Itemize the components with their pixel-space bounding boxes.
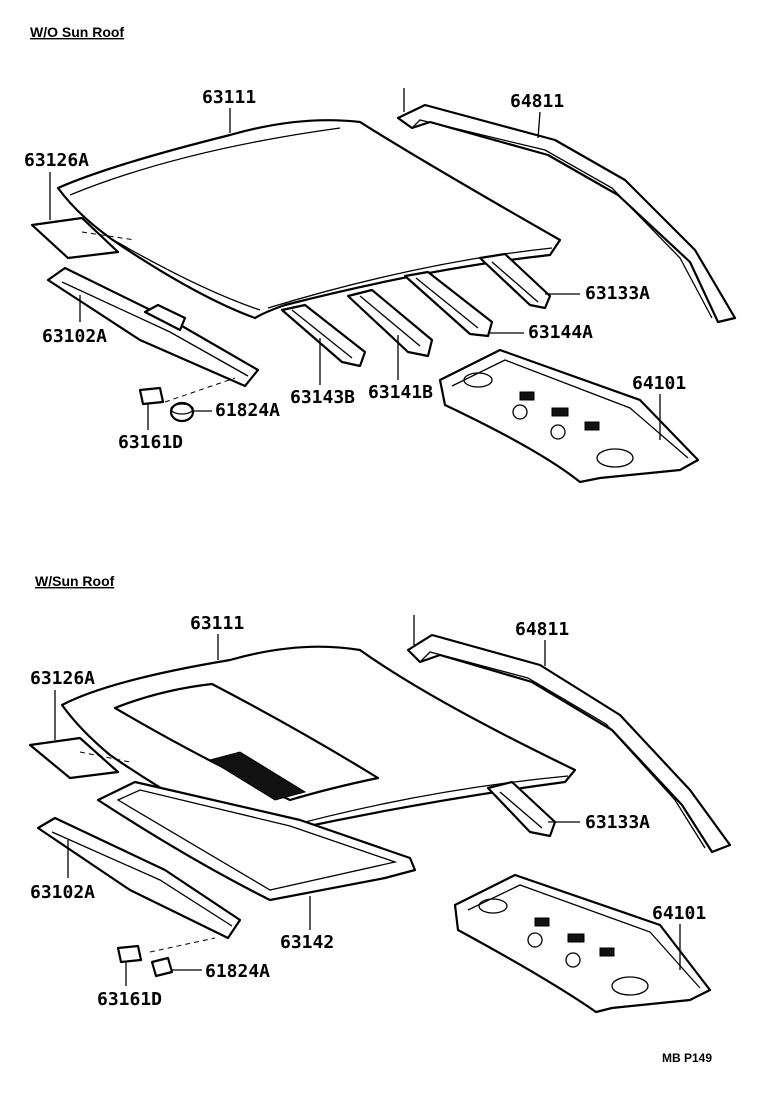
- callout-roof-panel: 63111: [202, 87, 256, 108]
- back-window-glass: [406, 615, 732, 854]
- plug-61824A: [169, 401, 195, 423]
- callout-pad: 63126A: [30, 668, 95, 689]
- clip-63161D: [116, 944, 143, 964]
- callout-back-window-glass: 64811: [510, 91, 564, 112]
- callout-reinforcement-b: 63141B: [368, 382, 433, 403]
- callout-roof-panel: 63111: [190, 613, 244, 634]
- callout-sunroof-housing: 63142: [280, 932, 334, 953]
- callout-package-tray-panel: 64101: [632, 373, 686, 394]
- diagram-code: MB P149: [662, 1051, 712, 1065]
- clip-63161D: [138, 386, 165, 406]
- plug-61824A: [150, 956, 174, 978]
- callout-back-window-glass: 64811: [515, 619, 569, 640]
- callout-package-tray-panel: 64101: [652, 903, 706, 924]
- callout-plug: 61824A: [215, 400, 280, 421]
- roof-panel: [56, 119, 562, 320]
- back-window-glass: [396, 88, 737, 324]
- callout-plug: 61824A: [205, 961, 270, 982]
- front-header-panel: [36, 816, 242, 953]
- callout-clip: 63161D: [97, 989, 162, 1010]
- roof-pad: [30, 216, 136, 260]
- rear-rail: [486, 780, 557, 838]
- roof-pad: [28, 736, 131, 780]
- callout-front-header-panel: 63102A: [30, 882, 95, 903]
- callout-reinforcement-c: 63144A: [528, 322, 593, 343]
- section-title-with-sunroof: W/Sun Roof: [35, 573, 115, 589]
- callout-clip: 63161D: [118, 432, 183, 453]
- section-without-sunroof: W/O Sun Roof: [24, 24, 737, 484]
- package-tray-panel: [453, 873, 712, 1014]
- sunroof-housing: [96, 751, 417, 902]
- callout-front-header-panel: 63102A: [42, 326, 107, 347]
- callout-rear-rail: 63133A: [585, 283, 650, 304]
- front-header-panel: [46, 266, 260, 403]
- section-title-without-sunroof: W/O Sun Roof: [30, 24, 124, 40]
- callout-pad: 63126A: [24, 150, 89, 171]
- callout-reinforcement-a: 63143B: [290, 387, 355, 408]
- roof-reinforcements: [280, 252, 552, 368]
- section-with-sunroof: W/Sun Roof: [28, 573, 732, 1014]
- callout-rear-rail: 63133A: [585, 812, 650, 833]
- package-tray-panel: [438, 348, 700, 484]
